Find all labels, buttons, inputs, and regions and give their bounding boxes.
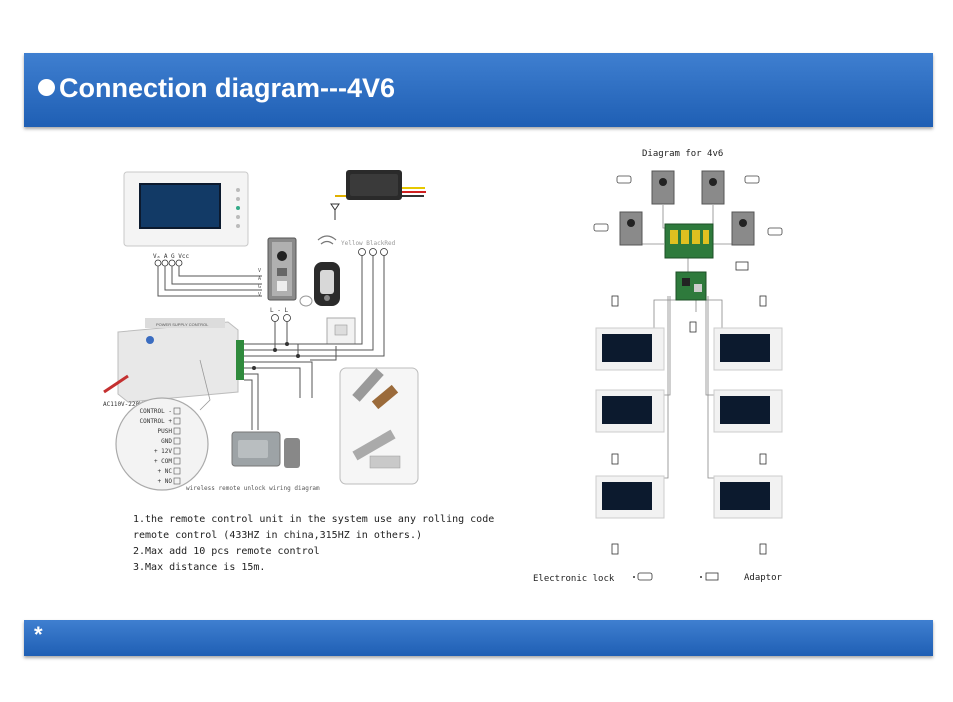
terminal-label: CONTROL + (139, 418, 172, 425)
indoor-monitor (123, 171, 249, 247)
terminal-label: GND (161, 438, 172, 445)
terminal-label: CONTROL - (139, 408, 172, 415)
page-title: Connection diagram---4V6 (38, 73, 395, 104)
power-supply-unit: POWER SUPPLY CONTROL (117, 318, 244, 403)
right-system-diagram: Diagram for 4v6 (533, 149, 783, 584)
exit-button (326, 317, 356, 345)
wire-color-label: Yellow BlackRed (341, 240, 396, 247)
monitor-terminals (154, 259, 183, 267)
legend-adaptor-icon (700, 572, 719, 581)
pin-label: G (258, 284, 261, 290)
door-station-4 (731, 211, 755, 246)
indoor-monitor-4 (713, 389, 783, 433)
door-lock-icons (593, 175, 783, 236)
notes-block: 1.the remote control unit in the system … (133, 512, 494, 576)
footer-banner: * (24, 620, 933, 656)
pin-label: V (258, 292, 261, 298)
terminal-label: PUSH (158, 428, 173, 435)
monitor-wires (157, 266, 262, 297)
receiver-terminals (358, 248, 388, 256)
door-station-1 (651, 170, 675, 205)
ac-wire (103, 374, 129, 394)
note-line: 3.Max distance is 15m. (133, 562, 266, 573)
wireless-receiver (330, 170, 426, 220)
diagram-title: Diagram for 4v6 (642, 149, 723, 159)
indoor-monitor-2 (713, 327, 783, 371)
psu-wires (244, 255, 385, 430)
bullet-icon (38, 79, 55, 96)
monitor-plug-icons (611, 295, 767, 555)
ac-label: AC110V-220V (103, 401, 143, 408)
pin-label: V (258, 268, 261, 274)
diagram-caption: wireless remote unlock wiring diagram (186, 485, 320, 492)
switch-board (664, 223, 714, 259)
wire-junctions (252, 342, 300, 370)
door-station (267, 237, 297, 301)
distributor-board (675, 271, 707, 301)
monitor-terminal-label: Vₐ A G Vcc (153, 253, 190, 260)
psu-title: POWER SUPPLY CONTROL (156, 322, 209, 327)
indoor-monitor-3 (595, 389, 665, 433)
lock-options-box (339, 367, 419, 485)
adaptor-plug (735, 261, 749, 271)
footer-asterisk: * (34, 622, 43, 647)
door-station-2 (701, 170, 725, 205)
header-banner: Connection diagram---4V6 (24, 53, 933, 127)
legend-adaptor-label: Adaptor (744, 573, 783, 583)
electric-lock (231, 431, 300, 468)
terminal-label: + COM (154, 458, 172, 465)
lock-terminals (271, 314, 291, 322)
legend-lock-icon (633, 572, 653, 581)
note-line: remote control (433HZ in china,315HZ in … (133, 530, 422, 541)
remote-keyfob (299, 235, 340, 307)
indoor-monitor-1 (595, 327, 665, 371)
note-line: 2.Max add 10 pcs remote control (133, 546, 320, 557)
indoor-monitor-6 (713, 475, 783, 519)
page-title-text: Connection diagram---4V6 (59, 73, 396, 103)
door-station-3 (619, 211, 643, 246)
indoor-monitor-5 (595, 475, 665, 519)
terminal-label: + 12V (154, 448, 172, 455)
door-station-pins: V A G V (258, 268, 261, 298)
terminal-label: + NO (158, 478, 173, 485)
lock-terminal-label: L - L (270, 307, 288, 314)
legend-lock-label: Electronic lock (533, 574, 615, 584)
terminal-detail: CONTROL - CONTROL + PUSH GND + 12V + COM… (115, 359, 211, 491)
terminal-label: + NC (158, 468, 173, 475)
pin-label: A (258, 276, 261, 282)
note-line: 1.the remote control unit in the system … (133, 514, 495, 525)
left-wiring-diagram: Vₐ A G Vcc V A G V L - L (103, 170, 426, 492)
